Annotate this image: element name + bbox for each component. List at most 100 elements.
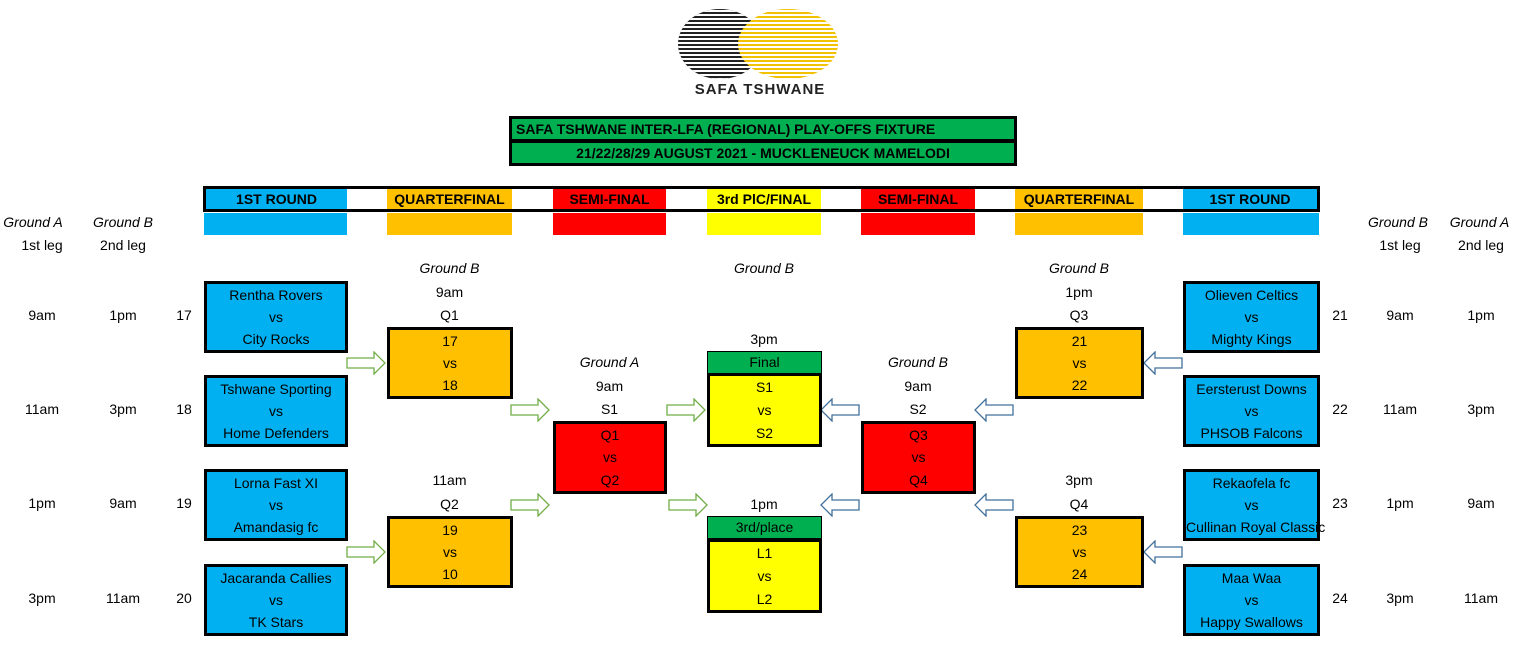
- round-color-strip: [204, 213, 347, 235]
- away-team: Cullinan Royal Classic: [1186, 519, 1326, 535]
- round-header-1st-right: 1ST ROUND: [1183, 189, 1317, 209]
- qf-away: 24: [1071, 566, 1088, 582]
- vs: vs: [1244, 497, 1259, 513]
- match-number: 22: [1332, 401, 1348, 417]
- round-color-strip: [1015, 213, 1143, 235]
- qf-box-q4: 23 vs 24: [1015, 516, 1144, 588]
- away-team: City Rocks: [242, 331, 310, 347]
- away-team: TK Stars: [248, 614, 304, 630]
- qf-time: 9am: [435, 284, 464, 300]
- qf-time: 1pm: [1065, 284, 1093, 300]
- round-header-sf-right: SEMI-FINAL: [861, 189, 975, 209]
- sf-away: Q2: [600, 471, 620, 488]
- match-number: 17: [176, 307, 192, 323]
- round-color-strip: [1183, 213, 1319, 235]
- qf-away: 22: [1071, 377, 1088, 393]
- qf-away: 10: [442, 566, 458, 582]
- away-team: Happy Swallows: [1200, 614, 1303, 630]
- away-team: PHSOB Falcons: [1200, 425, 1303, 441]
- sf-vs: vs: [603, 449, 617, 466]
- arrow-right-icon: [510, 398, 550, 422]
- third-home: L1: [756, 545, 773, 562]
- arrow-right-icon: [668, 493, 708, 517]
- col-leg-b: 1st leg: [1379, 237, 1421, 253]
- final-ground: Ground B: [734, 260, 794, 276]
- col-leg-a: 1st leg: [21, 237, 63, 253]
- time-ground-b: 11am: [106, 590, 140, 606]
- match-number: 21: [1332, 307, 1348, 323]
- round-color-strip: [707, 213, 821, 235]
- qf-away: 18: [442, 377, 458, 393]
- third-time: 1pm: [750, 496, 778, 512]
- home-team: Rekaofela fc: [1212, 475, 1291, 491]
- qf-vs: vs: [1072, 544, 1087, 560]
- qf-home: 19: [442, 522, 458, 538]
- time-ground-b: 1pm: [109, 307, 137, 323]
- arrow-left-icon: [974, 493, 1014, 517]
- col-ground-b: Ground B: [93, 214, 153, 230]
- sf-away: Q4: [909, 471, 928, 488]
- col-leg-b: 2nd leg: [100, 237, 146, 253]
- sf-ground: Ground A: [579, 354, 640, 370]
- round-header-qf-right: QUARTERFINAL: [1015, 189, 1143, 209]
- title-banner: SAFA TSHWANE INTER-LFA (REGIONAL) PLAY-O…: [509, 116, 1017, 142]
- col-ground-a: Ground A: [3, 214, 63, 230]
- home-team: Rentha Rovers: [229, 287, 323, 303]
- arrow-left-icon: [1143, 351, 1183, 375]
- vs: vs: [269, 403, 283, 419]
- qf-time: 11am: [432, 472, 467, 488]
- qf-ground: Ground B: [419, 260, 480, 276]
- sf-home: Q1: [600, 427, 620, 444]
- away-team: Mighty Kings: [1211, 331, 1292, 347]
- round-header-sf-left: SEMI-FINAL: [553, 189, 666, 209]
- vs: vs: [1244, 309, 1259, 325]
- arrow-left-icon: [820, 398, 860, 422]
- third-label: 3rd/place: [707, 516, 822, 539]
- time-ground-b: 9am: [1386, 307, 1414, 323]
- sf-home: Q3: [909, 427, 928, 444]
- col-ground-a: Ground A: [1449, 214, 1510, 230]
- sf-vs: vs: [911, 449, 926, 466]
- arrow-left-icon: [974, 398, 1014, 422]
- round-color-strip: [861, 213, 975, 235]
- qf-code: Q2: [440, 496, 459, 512]
- qf-vs: vs: [1072, 355, 1087, 371]
- home-team: Olieven Celtics: [1204, 287, 1299, 303]
- qf-code: Q1: [440, 307, 459, 323]
- time-ground-a: 11am: [1464, 590, 1498, 606]
- qf-vs: vs: [443, 544, 457, 560]
- rounds-band: [203, 186, 1320, 212]
- sf-code: S2: [909, 401, 927, 417]
- time-ground-b: 1pm: [1386, 495, 1414, 511]
- qf-ground: Ground B: [1049, 260, 1109, 276]
- time-ground-a: 1pm: [1467, 307, 1495, 323]
- final-time: 3pm: [750, 331, 778, 347]
- time-ground-a: 1pm: [28, 495, 56, 511]
- qf-home: 23: [1071, 522, 1088, 538]
- time-ground-a: 3pm: [1467, 401, 1495, 417]
- arrow-right-icon: [346, 540, 386, 564]
- third-vs: vs: [757, 567, 772, 584]
- round-header-qf-left: QUARTERFINAL: [387, 189, 512, 209]
- match-number: 23: [1332, 495, 1348, 511]
- qf-home: 17: [442, 333, 458, 349]
- arrow-right-icon: [666, 398, 706, 422]
- home-team: Tshwane Sporting: [220, 381, 332, 397]
- round-color-strip: [553, 213, 666, 235]
- vs: vs: [1244, 403, 1259, 419]
- final-away: S2: [755, 424, 774, 441]
- qf-box-q2: 19 vs 10: [387, 516, 513, 588]
- away-team: Amandasig fc: [233, 519, 319, 535]
